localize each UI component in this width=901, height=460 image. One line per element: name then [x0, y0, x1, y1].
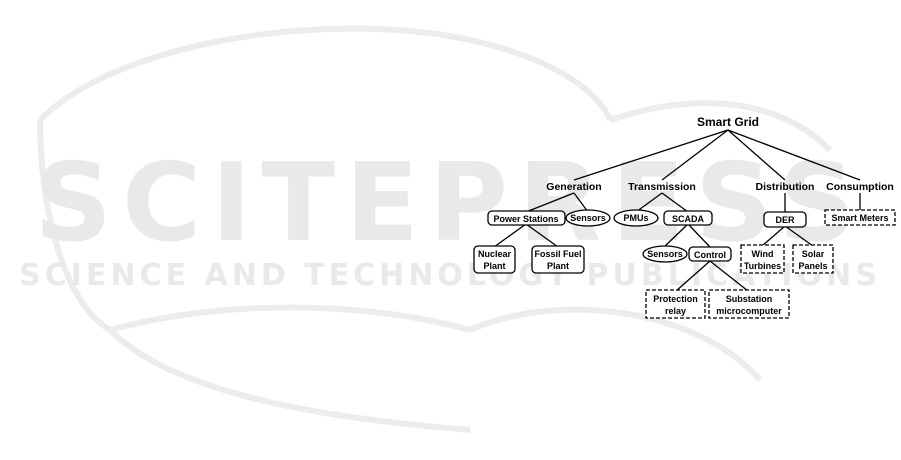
node-wind-line1: Wind: [752, 249, 774, 259]
node-smart-grid: Smart Grid: [697, 115, 759, 129]
node-consumption: Consumption: [826, 181, 894, 193]
node-fossil-line1: Fossil Fuel: [534, 249, 581, 259]
node-der: DER: [775, 215, 795, 225]
node-sensors-scada: Sensors: [647, 249, 683, 259]
node-solar-line2: Panels: [798, 261, 827, 271]
node-pmus: PMUs: [623, 213, 648, 223]
node-protection-line1: Protection: [653, 294, 698, 304]
node-protection-line2: relay: [665, 306, 686, 316]
node-power-stations: Power Stations: [493, 214, 558, 224]
node-fossil-line2: Plant: [547, 261, 569, 271]
node-transmission: Transmission: [628, 181, 696, 193]
node-substation-line1: Substation: [726, 294, 773, 304]
node-wind-line2: Turbines: [744, 261, 781, 271]
node-generation: Generation: [546, 181, 601, 193]
node-nuclear-line1: Nuclear: [478, 249, 512, 259]
node-smart-meters: Smart Meters: [831, 213, 888, 223]
node-sensors-generation: Sensors: [570, 213, 606, 223]
node-scada: SCADA: [672, 214, 705, 224]
node-substation-line2: microcomputer: [716, 306, 782, 316]
node-solar-line1: Solar: [802, 249, 825, 259]
node-control: Control: [694, 250, 726, 260]
node-nuclear-line2: Plant: [483, 261, 505, 271]
node-distribution: Distribution: [756, 181, 815, 193]
